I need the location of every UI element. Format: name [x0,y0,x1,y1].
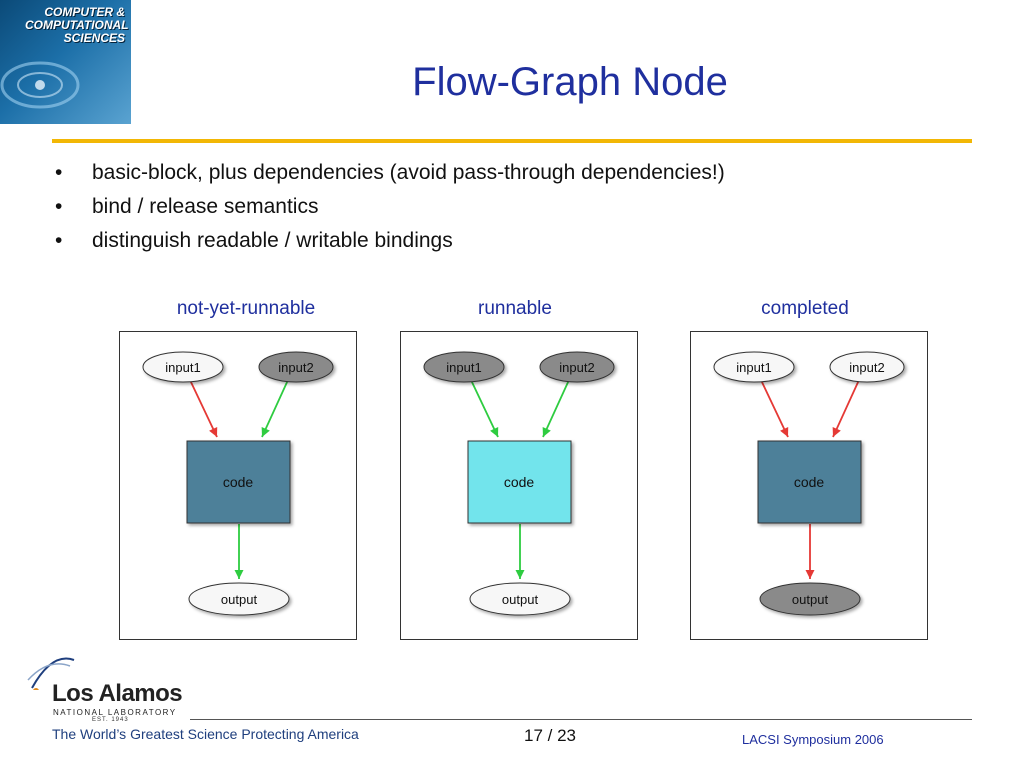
bullet-text: bind / release semantics [92,195,319,218]
panel-completed: input1 input2 code output [690,331,928,640]
arrow-input1-to-code [189,379,218,438]
bullet-text: basic-block, plus dependencies (avoid pa… [92,161,725,184]
panel-label-runnable: runnable [478,298,552,319]
arrow-code-to-output [234,524,244,579]
arrow-code-to-output [515,524,525,579]
los-alamos-mark-icon [27,657,75,690]
input1-node: input1 [142,351,224,383]
slide-title: Flow-Graph Node [412,60,728,104]
page-number: 17 / 23 [524,726,576,745]
footer-rule [190,719,972,720]
input1-node: input1 [423,351,505,383]
svg-text:output: output [502,592,539,607]
bullet-item: • bind / release semantics [55,190,725,224]
output-node: output [469,582,571,616]
los-alamos-logo: Los Alamos NATIONAL LABORATORY EST. 1943 [22,650,192,725]
output-node: output [759,582,861,616]
flow-graph: input1 input2 code output [713,351,905,616]
ccs-logo-swirl [0,61,80,109]
output-node: output [188,582,290,616]
svg-text:output: output [792,592,829,607]
arrow-input1-to-code [470,379,499,438]
bullet-dot: • [55,195,63,218]
svg-text:input2: input2 [278,360,313,375]
code-block: code [467,440,572,524]
input2-node: input2 [258,351,334,383]
arrow-input2-to-code [261,379,289,438]
flow-graph: input1 input2 code output [142,351,334,616]
svg-text:input1: input1 [165,360,200,375]
bullet-item: • distinguish readable / writable binding… [55,224,725,258]
arrow-code-to-output [805,524,815,579]
title-rule [52,139,972,143]
lab-subtitle: NATIONAL LABORATORY [53,708,177,717]
lab-tagline: The World’s Greatest Science Protecting … [52,726,359,742]
arrow-input1-to-code [760,379,789,438]
panel-runnable: input1 input2 code output [400,331,638,640]
ccs-logo-text: COMPUTER & COMPUTATIONAL SCIENCES [25,5,129,45]
svg-text:code: code [223,474,254,490]
panel-label-completed: completed [761,298,849,319]
bullet-text: distinguish readable / writable bindings [92,229,453,252]
svg-text:input1: input1 [736,360,771,375]
input2-node: input2 [829,351,905,383]
lab-name: Los Alamos [52,680,183,707]
event-name: LACSI Symposium 2006 [742,732,884,747]
svg-text:input2: input2 [559,360,594,375]
svg-text:code: code [504,474,535,490]
svg-text:input1: input1 [446,360,481,375]
bullet-dot: • [55,161,63,184]
arrow-input2-to-code [832,379,860,438]
code-block: code [186,440,291,524]
svg-text:output: output [221,592,258,607]
input2-node: input2 [539,351,615,383]
ccs-logo: COMPUTER & COMPUTATIONAL SCIENCES [0,0,131,124]
bullet-item: • basic-block, plus dependencies (avoid p… [55,156,725,190]
panel-label-not-yet-runnable: not-yet-runnable [176,298,316,319]
code-block: code [757,440,862,524]
panel-not-yet-runnable: input1 input2 code output [119,331,357,640]
flow-graph: input1 input2 code output [423,351,615,616]
bullet-dot: • [55,229,63,252]
lab-established: EST. 1943 [92,717,129,723]
svg-text:input2: input2 [849,360,884,375]
input1-node: input1 [713,351,795,383]
bullet-list: • basic-block, plus dependencies (avoid p… [55,156,725,258]
arrow-input2-to-code [542,379,570,438]
svg-text:code: code [794,474,825,490]
